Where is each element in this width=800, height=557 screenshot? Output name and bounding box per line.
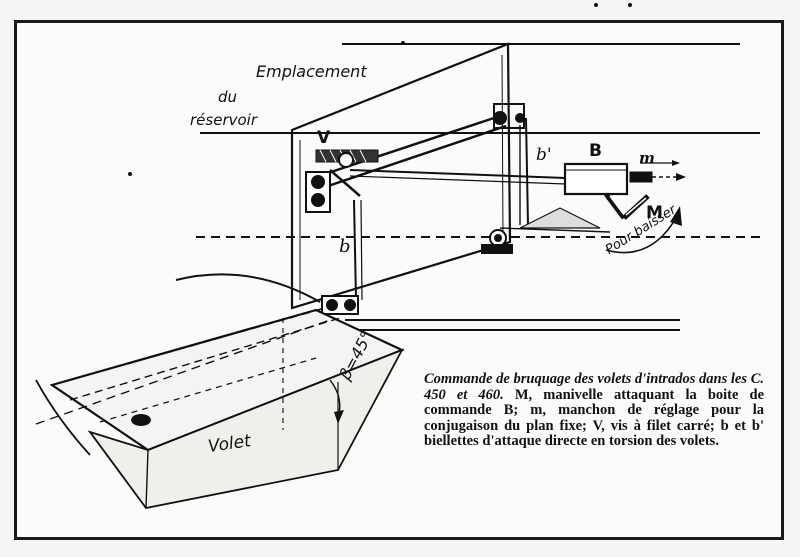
stain-mark xyxy=(131,414,151,426)
rotation-arrow xyxy=(605,217,677,254)
label-reservoir: réservoir xyxy=(190,111,257,129)
control-rod xyxy=(349,169,567,179)
sleeve-m xyxy=(629,171,653,183)
label-v: V xyxy=(317,128,331,148)
reservoir-panel xyxy=(290,42,512,310)
label-m-small: m xyxy=(639,149,655,167)
bearing-lower xyxy=(321,295,359,315)
label-m-big: M xyxy=(646,203,663,223)
label-link-b: b xyxy=(339,236,351,257)
caption-title: Commande de bruquage des volets d'intrad… xyxy=(424,371,764,403)
crank-block xyxy=(305,152,361,213)
control-box-b xyxy=(563,162,629,196)
caption-body: M, manivelle attaquant la boite de comma… xyxy=(424,386,765,450)
wing-skin-curve xyxy=(175,273,321,303)
label-emplacement: Emplacement xyxy=(256,62,367,81)
flap-underside xyxy=(87,348,404,509)
ground-bracket xyxy=(481,207,611,254)
label-box-b: B xyxy=(589,141,602,161)
link-rod-b xyxy=(353,199,357,301)
figure-caption: Commande de bruquage des volets d'intrad… xyxy=(424,371,765,450)
label-b-prime: b' xyxy=(536,145,552,165)
label-du: du xyxy=(218,88,238,106)
crank-handle-m xyxy=(604,192,650,221)
